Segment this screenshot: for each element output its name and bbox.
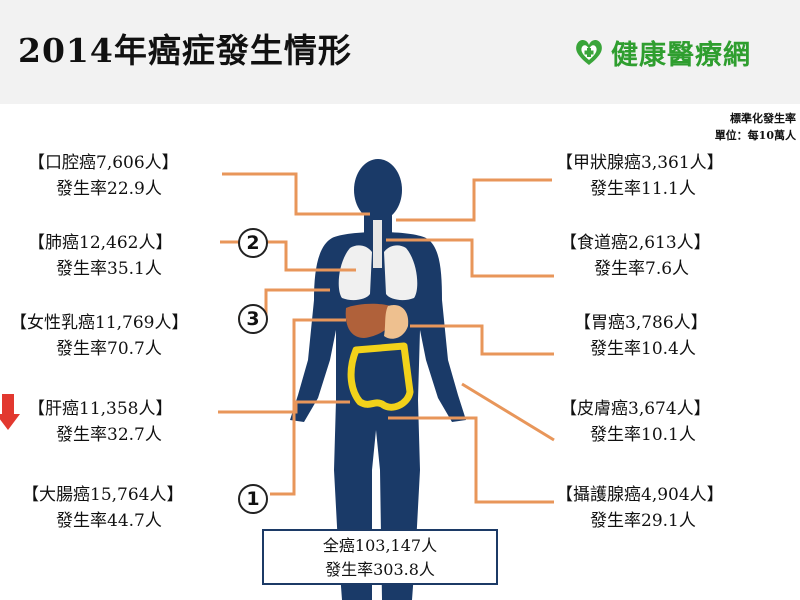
skin-cancer-count: 【皮膚癌3,674人】 (560, 399, 711, 419)
thyroid-cancer-count: 【甲狀腺癌3,361人】 (556, 153, 724, 173)
brand-name: 健康醫療網 (611, 39, 751, 71)
label-skin-cancer: 【皮膚癌3,674人】 發生率10.1人 (560, 396, 711, 448)
total-cancer-count: 全癌103,147人 (322, 536, 438, 555)
rank-badge-1: 1 (238, 484, 268, 514)
leader-skin (461, 382, 555, 442)
label-stomach-cancer: 【胃癌3,786人】 發生率10.4人 (574, 310, 708, 362)
colon-organ (347, 342, 414, 411)
label-thyroid-cancer: 【甲狀腺癌3,361人】 發生率11.1人 (556, 150, 724, 202)
leader-esophagus (386, 238, 554, 278)
brand-logo: 健康醫療網 (573, 34, 751, 71)
rank-badge-3: 3 (238, 304, 268, 334)
trachea-organ (373, 220, 382, 268)
leader-oral (222, 172, 370, 216)
stomach-cancer-count: 【胃癌3,786人】 (574, 313, 708, 333)
colorectal-cancer-rate: 發生率44.7人 (56, 511, 162, 531)
leader-thyroid (396, 178, 552, 222)
total-cancer-rate: 發生率303.8人 (325, 560, 435, 579)
lung-cancer-count: 【肺癌12,462人】 (28, 233, 173, 253)
label-breast-cancer: 【女性乳癌11,769人】 發生率70.7人 (10, 310, 188, 362)
esophagus-cancer-rate: 發生率7.6人 (594, 259, 690, 279)
unit-note-line1: 標準化發生率 (730, 112, 796, 125)
leader-liver (218, 400, 350, 414)
stomach-cancer-rate: 發生率10.4人 (590, 339, 696, 359)
label-colorectal-cancer: 【大腸癌15,764人】 發生率44.7人 (22, 482, 183, 534)
leader-colorectal (270, 318, 346, 496)
oral-cancer-count: 【口腔癌7,606人】 (28, 153, 179, 173)
prostate-cancer-rate: 發生率29.1人 (590, 511, 696, 531)
breast-cancer-count: 【女性乳癌11,769人】 (10, 313, 189, 333)
skin-cancer-rate: 發生率10.1人 (590, 425, 696, 445)
esophagus-cancer-count: 【食道癌2,613人】 (560, 233, 711, 253)
leader-prostate (388, 416, 554, 504)
stomach-organ (384, 304, 409, 339)
breast-cancer-rate: 發生率70.7人 (56, 339, 162, 359)
label-oral-cancer: 【口腔癌7,606人】 發生率22.9人 (28, 150, 179, 202)
colorectal-cancer-count: 【大腸癌15,764人】 (22, 485, 184, 505)
thyroid-cancer-rate: 發生率11.1人 (590, 179, 696, 199)
label-lung-cancer: 【肺癌12,462人】 發生率35.1人 (28, 230, 172, 282)
heart-logo-icon (576, 39, 602, 65)
lungs-organ (338, 245, 418, 301)
rank-badge-2: 2 (238, 228, 268, 258)
unit-note-line2: 單位：每10萬人 (714, 129, 796, 142)
liver-cancer-count: 【肝癌11,358人】 (28, 399, 173, 419)
total-cancer-box: 全癌103,147人 發生率303.8人 (262, 529, 498, 585)
page-title: 2014年癌症發生情形 (18, 31, 352, 70)
label-esophagus-cancer: 【食道癌2,613人】 發生率7.6人 (560, 230, 711, 282)
prostate-cancer-count: 【攝護腺癌4,904人】 (556, 485, 724, 505)
leader-stomach (410, 324, 554, 356)
label-prostate-cancer: 【攝護腺癌4,904人】 發生率29.1人 (556, 482, 724, 534)
liver-cancer-rate: 發生率32.7人 (56, 425, 162, 445)
human-silhouette (290, 159, 466, 600)
label-liver-cancer: 【肝癌11,358人】 發生率32.7人 (28, 396, 172, 448)
header-band (0, 0, 800, 104)
lung-cancer-rate: 發生率35.1人 (56, 259, 162, 279)
oral-cancer-rate: 發生率22.9人 (56, 179, 162, 199)
down-arrow-icon (0, 394, 20, 430)
